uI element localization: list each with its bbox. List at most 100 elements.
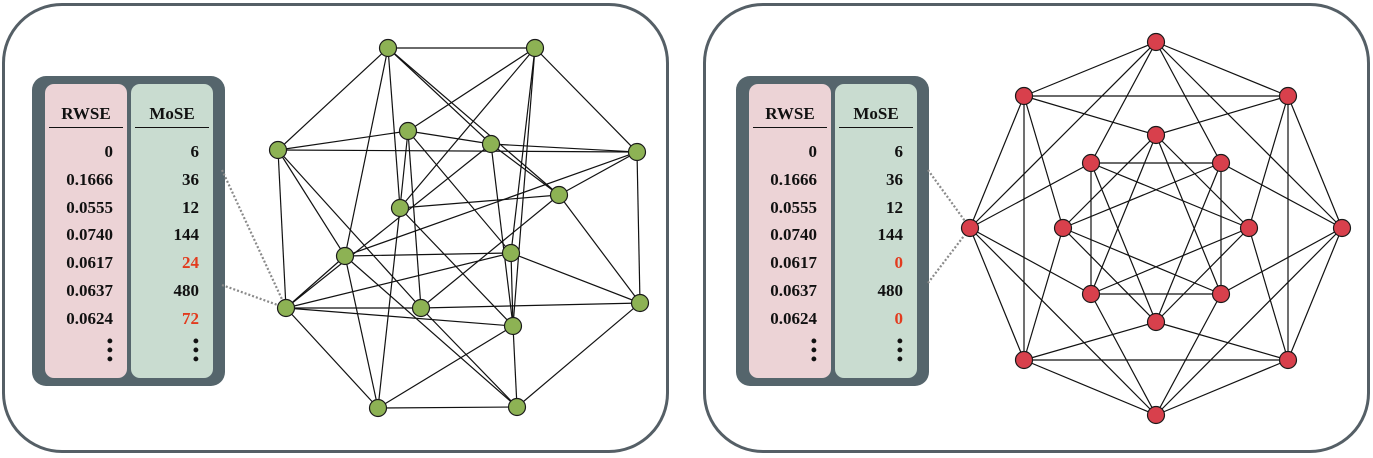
graph-node-right xyxy=(1053,218,1073,238)
graph-edge-right xyxy=(1090,162,1250,229)
graph-node-left xyxy=(627,142,647,162)
graph-edge-right xyxy=(1023,321,1157,361)
dotted-connector-left xyxy=(221,283,287,310)
ellipsis-rwse-left: ••• xyxy=(106,330,113,369)
graph-edge-right xyxy=(1155,293,1222,416)
graph-node-left xyxy=(549,185,569,205)
graph-edge-left xyxy=(277,149,287,309)
mose-value-right: 480 xyxy=(877,280,904,300)
graph-edge-left xyxy=(377,325,514,409)
graph-edge-right xyxy=(969,227,1157,416)
graph-edge-left xyxy=(344,255,518,408)
graph-edge-left xyxy=(516,302,641,408)
rwse-value-right: 0.0617 xyxy=(770,253,817,273)
graph-edge-left xyxy=(399,130,409,209)
mose-value-right: 0 xyxy=(894,308,904,328)
mose-value-left: 36 xyxy=(182,169,199,189)
graph-edge-left xyxy=(344,47,389,257)
graph-edge-right xyxy=(1090,227,1250,295)
graph-node-left xyxy=(411,298,431,318)
rwse-value-right: 0.1666 xyxy=(770,169,817,189)
graph-node-right xyxy=(1014,86,1034,106)
rwse-value-right: 0.0740 xyxy=(770,225,817,245)
mose-value-left: 72 xyxy=(182,308,199,328)
dotted-connector-right xyxy=(927,227,971,284)
ellipsis-mose-left: ••• xyxy=(192,330,199,369)
graph-edge-left xyxy=(277,149,346,257)
graph-edge-left xyxy=(636,151,641,304)
mose-value-left: 6 xyxy=(190,142,200,161)
rwse-header-left: RWSE xyxy=(49,104,123,128)
graph-edge-right xyxy=(1155,321,1289,361)
graph-edge-left xyxy=(420,194,560,309)
graph-node-right xyxy=(1081,284,1101,304)
rwse-value-right: 0.0555 xyxy=(770,197,817,217)
graph-node-left xyxy=(398,121,418,141)
graph-edge-right xyxy=(1090,293,1157,416)
graph-node-left xyxy=(276,298,296,318)
graph-node-right xyxy=(1332,218,1352,238)
dotted-connector-right xyxy=(927,169,971,229)
mose-header-right: MoSE xyxy=(839,104,913,128)
graph-edge-left xyxy=(285,143,492,309)
graph-edge-right xyxy=(969,41,1157,229)
mose-value-right: 36 xyxy=(886,169,903,189)
graph-edge-right xyxy=(1155,95,1289,136)
graph-edge-left xyxy=(420,302,641,309)
graph-node-right xyxy=(1239,218,1259,238)
graph-edge-left xyxy=(285,255,346,309)
graph-node-left xyxy=(525,38,545,58)
graph-edge-right xyxy=(1155,41,1222,164)
dotted-connector-left xyxy=(221,169,287,309)
graph-edge-right xyxy=(1155,134,1222,295)
rwse-value-right: 0.0637 xyxy=(770,280,817,300)
graph-edge-right xyxy=(1155,227,1343,416)
graph-node-left xyxy=(501,243,521,263)
graph-edge-left xyxy=(510,252,641,304)
graph-edge-left xyxy=(285,307,514,327)
graph-edge-left xyxy=(387,47,401,209)
graph-edge-right xyxy=(1287,95,1343,229)
graph-edge-right xyxy=(1023,227,1064,361)
graph-edge-left xyxy=(490,143,514,327)
graph-edge-left xyxy=(344,151,638,257)
mose-value-right: 12 xyxy=(886,197,903,217)
graph-edge-left xyxy=(558,151,638,196)
graph-edge-right xyxy=(1155,359,1289,416)
graph-node-right xyxy=(1278,350,1298,370)
graph-edge-right xyxy=(969,227,1092,295)
graph-edge-right xyxy=(1062,162,1222,229)
graph-edge-right xyxy=(969,162,1092,229)
graph-edge-right xyxy=(1155,134,1250,229)
graph-edge-left xyxy=(399,194,560,209)
mose-value-right: 0 xyxy=(894,253,904,273)
graph-node-left xyxy=(503,316,523,336)
graph-edge-left xyxy=(420,307,518,408)
graph-node-right xyxy=(1081,153,1101,173)
graph-edge-right xyxy=(969,95,1025,229)
graph-edge-left xyxy=(407,47,536,132)
graph-edge-right xyxy=(1090,41,1157,164)
graph-edge-right xyxy=(1062,134,1157,229)
graph-edge-left xyxy=(399,47,536,209)
ellipsis-mose-right: ••• xyxy=(896,330,903,369)
graph-edge-left xyxy=(285,307,379,409)
graph-node-right xyxy=(1146,312,1166,332)
graph-edge-right xyxy=(1155,41,1343,229)
ellipsis-rwse-right: ••• xyxy=(810,330,817,369)
mose-header-left: MoSE xyxy=(135,104,209,128)
rwse-value-left: 0.0617 xyxy=(66,253,113,273)
graph-node-right xyxy=(1146,32,1166,52)
mose-value-left: 144 xyxy=(173,225,200,245)
graph-edge-right xyxy=(1090,162,1157,323)
graph-edge-left xyxy=(277,47,389,151)
graph-edge-right xyxy=(1155,227,1250,323)
graph-node-left xyxy=(630,293,650,313)
graph-edge-left xyxy=(490,143,638,153)
